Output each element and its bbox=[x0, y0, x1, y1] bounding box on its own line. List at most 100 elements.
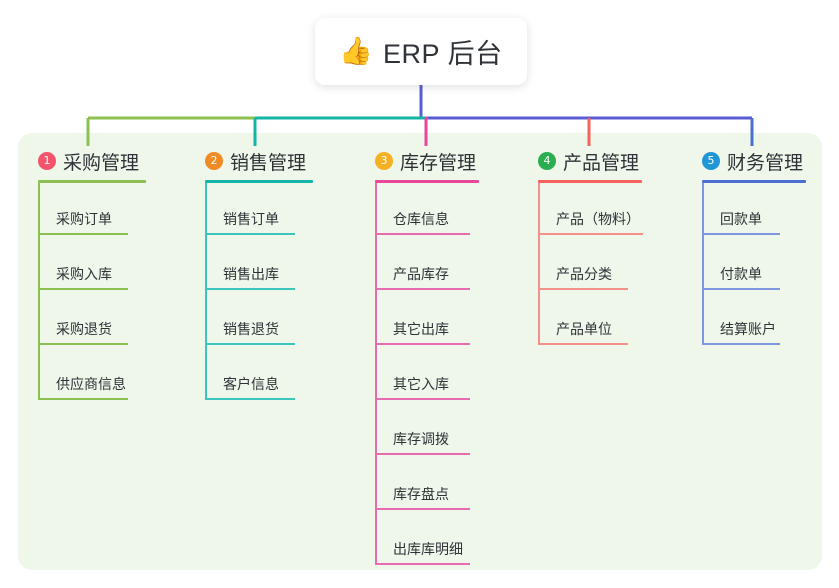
leaf-item-label: 出库库明细 bbox=[393, 541, 463, 557]
column-title-label: 产品管理 bbox=[563, 152, 640, 174]
column-underline bbox=[702, 180, 806, 183]
diagram-background-panel bbox=[18, 133, 822, 570]
leaf-item-underline bbox=[702, 288, 780, 290]
column-spine-line bbox=[375, 183, 377, 565]
column-spine-line bbox=[702, 183, 704, 345]
leaf-item-label: 采购订单 bbox=[56, 211, 112, 227]
leaf-item[interactable]: 结算账户 bbox=[702, 293, 806, 348]
leaf-item[interactable]: 销售退货 bbox=[205, 293, 313, 348]
leaf-item-label: 回款单 bbox=[720, 211, 762, 227]
leaf-item-underline bbox=[702, 233, 780, 235]
column-1: 1 采购管理采购订单采购入库采购退货供应商信息 bbox=[38, 148, 146, 403]
leaf-item-underline bbox=[538, 233, 643, 235]
leaf-item-underline bbox=[538, 343, 628, 345]
leaf-item[interactable]: 付款单 bbox=[702, 238, 806, 293]
leaf-item[interactable]: 仓库信息 bbox=[375, 183, 479, 238]
leaf-item-label: 结算账户 bbox=[720, 321, 776, 337]
leaf-item-underline bbox=[205, 233, 295, 235]
column-number-badge: 3 bbox=[375, 152, 393, 170]
column-header-5[interactable]: 5 财务管理 bbox=[702, 148, 806, 174]
column-title-label: 财务管理 bbox=[727, 152, 804, 174]
leaf-item-label: 销售出库 bbox=[223, 266, 279, 282]
leaf-item[interactable]: 采购退货 bbox=[38, 293, 146, 348]
column-underline bbox=[375, 180, 479, 183]
column-spine-line bbox=[538, 183, 540, 345]
leaf-item-underline bbox=[38, 233, 128, 235]
column-underline bbox=[538, 180, 642, 183]
column-header-1[interactable]: 1 采购管理 bbox=[38, 148, 146, 174]
leaf-item[interactable]: 供应商信息 bbox=[38, 348, 146, 403]
leaf-item[interactable]: 库存调拨 bbox=[375, 403, 479, 458]
column-4: 4 产品管理产品（物料） 产品分类产品单位 bbox=[538, 148, 643, 348]
leaf-item-underline bbox=[375, 508, 470, 510]
root-node-label: ERP 后台 bbox=[383, 39, 503, 69]
leaf-item-underline bbox=[205, 343, 295, 345]
leaf-item-underline bbox=[375, 343, 470, 345]
leaf-item-label: 库存盘点 bbox=[393, 486, 449, 502]
leaf-item[interactable]: 回款单 bbox=[702, 183, 806, 238]
leaf-item-underline bbox=[38, 398, 128, 400]
leaf-item-label: 销售订单 bbox=[223, 211, 279, 227]
leaf-item-underline bbox=[375, 288, 470, 290]
column-title-label: 采购管理 bbox=[63, 152, 140, 174]
leaf-item[interactable]: 采购入库 bbox=[38, 238, 146, 293]
leaf-item-label: 供应商信息 bbox=[56, 376, 126, 392]
leaf-item-label: 采购退货 bbox=[56, 321, 112, 337]
column-5: 5 财务管理回款单付款单结算账户 bbox=[702, 148, 806, 348]
leaf-item[interactable]: 销售订单 bbox=[205, 183, 313, 238]
leaf-item-underline bbox=[375, 453, 470, 455]
leaf-item[interactable]: 产品分类 bbox=[538, 238, 642, 293]
column-underline bbox=[38, 180, 146, 183]
column-title-label: 库存管理 bbox=[400, 152, 477, 174]
leaf-item[interactable]: 产品单位 bbox=[538, 293, 642, 348]
leaf-item-label: 付款单 bbox=[720, 266, 762, 282]
column-number-badge: 1 bbox=[38, 152, 56, 170]
leaf-item-underline bbox=[375, 398, 470, 400]
leaf-item[interactable]: 产品库存 bbox=[375, 238, 479, 293]
column-items: 采购订单采购入库采购退货供应商信息 bbox=[38, 183, 146, 403]
leaf-item-label: 产品单位 bbox=[556, 321, 612, 337]
leaf-item-label: 仓库信息 bbox=[393, 211, 449, 227]
leaf-item-label: 客户信息 bbox=[223, 376, 279, 392]
leaf-item-label: 产品分类 bbox=[556, 266, 612, 282]
column-spine-line bbox=[38, 183, 40, 400]
leaf-item-label: 产品（物料） bbox=[556, 211, 640, 227]
leaf-item-underline bbox=[375, 233, 470, 235]
leaf-item-underline bbox=[538, 288, 628, 290]
column-number-badge: 5 bbox=[702, 152, 720, 170]
column-items: 销售订单销售出库销售退货客户信息 bbox=[205, 183, 313, 403]
leaf-item[interactable]: 出库库明细 bbox=[375, 513, 479, 568]
column-header-4[interactable]: 4 产品管理 bbox=[538, 148, 642, 174]
leaf-item[interactable]: 库存盘点 bbox=[375, 458, 479, 513]
leaf-item-underline bbox=[38, 288, 128, 290]
leaf-item[interactable]: 其它出库 bbox=[375, 293, 479, 348]
column-items: 仓库信息产品库存其它出库其它入库库存调拨库存盘点出库库明细 bbox=[375, 183, 479, 568]
leaf-item-underline bbox=[38, 343, 128, 345]
root-node-erp-backend[interactable]: 👍 ERP 后台 bbox=[315, 18, 527, 85]
column-number-badge: 4 bbox=[538, 152, 556, 170]
leaf-item[interactable]: 采购订单 bbox=[38, 183, 146, 238]
leaf-item[interactable]: 销售出库 bbox=[205, 238, 313, 293]
column-items: 回款单付款单结算账户 bbox=[702, 183, 806, 348]
leaf-item-label: 其它入库 bbox=[393, 376, 449, 392]
leaf-item-underline bbox=[702, 343, 780, 345]
column-items: 产品（物料） 产品分类产品单位 bbox=[538, 183, 643, 348]
leaf-item-underline bbox=[205, 288, 295, 290]
column-title-label: 销售管理 bbox=[230, 152, 307, 174]
leaf-item-underline bbox=[375, 563, 470, 565]
thumbs-up-icon: 👍 bbox=[339, 36, 374, 66]
leaf-item-label: 产品库存 bbox=[393, 266, 449, 282]
leaf-item-underline bbox=[205, 398, 295, 400]
leaf-item[interactable]: 客户信息 bbox=[205, 348, 313, 403]
leaf-item[interactable]: 产品（物料） bbox=[538, 183, 643, 238]
column-spine-line bbox=[205, 183, 207, 400]
column-underline bbox=[205, 180, 313, 183]
leaf-item-label: 采购入库 bbox=[56, 266, 112, 282]
leaf-item[interactable]: 其它入库 bbox=[375, 348, 479, 403]
leaf-item-label: 销售退货 bbox=[223, 321, 279, 337]
column-header-3[interactable]: 3 库存管理 bbox=[375, 148, 479, 174]
column-3: 3 库存管理仓库信息产品库存其它出库其它入库库存调拨库存盘点出库库明细 bbox=[375, 148, 479, 568]
leaf-item-label: 其它出库 bbox=[393, 321, 449, 337]
